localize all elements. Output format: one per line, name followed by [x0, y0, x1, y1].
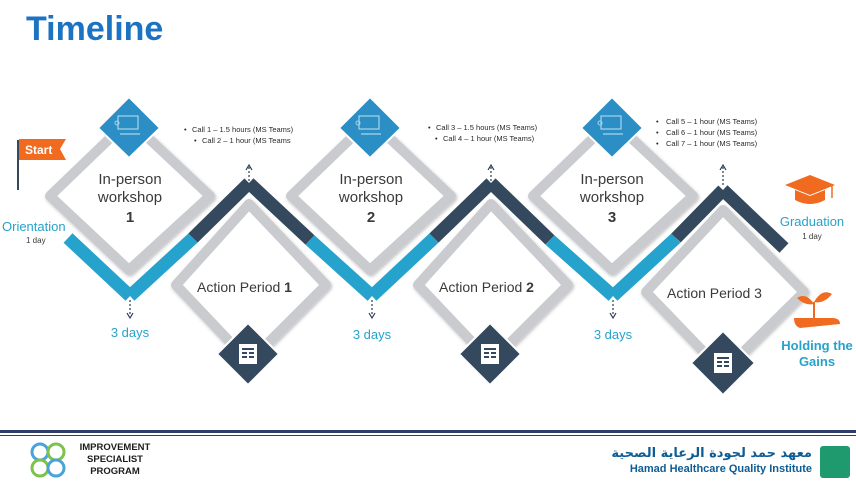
- workshop-1-line2: workshop: [97, 189, 162, 206]
- action-period-1-label: Action Period 1: [197, 279, 292, 295]
- up-arrow-1: [245, 163, 253, 181]
- workshop-2-line2: workshop: [338, 189, 403, 206]
- call-6-bullet: •: [656, 128, 659, 137]
- action-period-3-label: Action Period 3: [667, 285, 762, 301]
- holding-gains-line1: Holding the: [781, 338, 853, 353]
- call-2-bullet: •: [194, 136, 197, 145]
- hamad-logo-icon: [820, 446, 850, 478]
- up-arrow-2: [487, 163, 495, 181]
- institute-name-english: Hamad Healthcare Quality Institute: [629, 463, 812, 475]
- down-arrow-2: [368, 300, 376, 320]
- isp-program-name: IMPROVEMENT SPECIALIST PROGRAM: [70, 442, 160, 478]
- workshop-icon-2: [337, 95, 403, 160]
- start-flag-label: Start: [25, 143, 52, 157]
- plant-hand-icon: [794, 292, 840, 328]
- workshop-2-line1: In-person: [339, 171, 402, 188]
- call-5: Call 5 – 1 hour (MS Teams): [666, 117, 758, 126]
- down-arrow-1: [126, 300, 134, 320]
- workshop-1-number: 1: [126, 209, 134, 226]
- workshop-icon-3: [579, 95, 645, 160]
- institute-name-arabic: معهد حمد لجودة الرعاية الصحية: [611, 446, 812, 461]
- action-period-2-label: Action Period 2: [439, 279, 534, 295]
- call-3: Call 3 – 1.5 hours (MS Teams): [436, 123, 538, 132]
- footer-divider-thin: [0, 435, 856, 436]
- timeline-diagram: Start Orientation 1 day In-person worksh…: [2, 95, 853, 397]
- start-flag: Start: [17, 139, 66, 190]
- graduation-cap-icon: [785, 175, 835, 204]
- days-label-2: 3 days: [353, 327, 392, 342]
- orientation-label: Orientation: [2, 219, 66, 234]
- up-arrow-3: [719, 163, 727, 185]
- call-1: Call 1 – 1.5 hours (MS Teams): [192, 125, 294, 134]
- graduation-label: Graduation: [780, 214, 844, 229]
- down-arrow-3: [609, 300, 617, 320]
- workshop-icon-1: [96, 95, 162, 160]
- workshop-3-line1: In-person: [580, 171, 643, 188]
- call-4-bullet: •: [435, 134, 438, 143]
- isp-line1: IMPROVEMENT: [79, 442, 151, 453]
- call-6: Call 6 – 1 hour (MS Teams): [666, 128, 758, 137]
- workshop-2-number: 2: [367, 209, 375, 226]
- call-5-bullet: •: [656, 117, 659, 126]
- isp-line3: PROGRAM: [90, 466, 140, 477]
- isp-logo-icon: [30, 442, 66, 478]
- workshop-diamond-3: [528, 115, 698, 275]
- document-icon-1: [215, 321, 281, 387]
- zigzag-track: [63, 178, 789, 301]
- page-title: Timeline: [26, 10, 164, 48]
- workshop-diamond-2: [286, 115, 456, 275]
- days-label-3: 3 days: [594, 327, 633, 342]
- orientation-duration: 1 day: [26, 236, 46, 245]
- isp-line2: SPECIALIST: [87, 454, 143, 465]
- workshop-3-number: 3: [608, 209, 616, 226]
- workshop-diamond-1: [45, 115, 215, 275]
- call-2: Call 2 – 1 hour (MS Teams: [202, 136, 291, 145]
- call-1-bullet: •: [184, 125, 187, 134]
- footer-divider: [0, 430, 856, 433]
- document-icon-2: [457, 321, 523, 387]
- holding-gains-line2: Gains: [799, 354, 835, 369]
- call-3-bullet: •: [428, 123, 431, 132]
- call-7: Call 7 – 1 hour (MS Teams): [666, 139, 758, 148]
- days-label-1: 3 days: [111, 325, 150, 340]
- call-7-bullet: •: [656, 139, 659, 148]
- call-4: Call 4 – 1 hour (MS Teams): [443, 134, 535, 143]
- document-icon-3: [689, 329, 757, 397]
- graduation-duration: 1 day: [802, 232, 822, 241]
- workshop-1-line1: In-person: [98, 171, 161, 188]
- workshop-3-line2: workshop: [579, 189, 644, 206]
